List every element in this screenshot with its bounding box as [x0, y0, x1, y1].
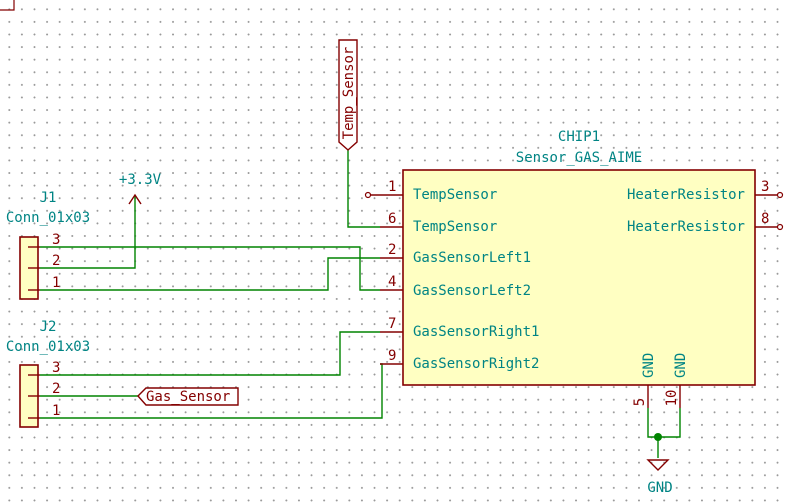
wire-temp-sensor[interactable]: [347, 150, 380, 228]
wires: [40, 150, 681, 458]
j1-ref: J1: [40, 190, 57, 206]
chip1-pin-1-name: TempSensor: [413, 187, 497, 203]
j2-ref: J2: [40, 319, 57, 335]
j1-pin-1-num: 1: [52, 275, 60, 291]
power-3v3[interactable]: +3.3V: [119, 172, 162, 205]
chip1[interactable]: CHIP1 Sensor_GAS_AIME 1 TempSensor 6 Tem…: [364, 129, 784, 408]
chip1-pin-3-num: 3: [761, 179, 769, 195]
sheet-border-corner: [0, 0, 15, 11]
chip1-pin-4-num: 4: [388, 274, 396, 290]
power-gnd-label: GND: [647, 480, 672, 496]
chip1-pin-3-name: HeaterResistor: [627, 187, 745, 203]
chip1-pin-7-name: GasSensorRight1: [413, 324, 539, 340]
chip1-pin-6-num: 6: [388, 211, 396, 227]
temp-sensor-label-shape[interactable]: [338, 39, 358, 151]
chip1-pin-2-name: GasSensorLeft1: [413, 250, 531, 266]
wire-gnd-bus[interactable]: [647, 408, 681, 438]
wire-j1-pin3[interactable]: [40, 246, 380, 291]
chip1-pin-2-num: 2: [388, 242, 396, 258]
j1-pin-3-num: 3: [52, 232, 60, 248]
chip1-pin-9-num: 9: [388, 348, 396, 364]
temp-sensor-label[interactable]: Temp_Sensor: [338, 39, 358, 151]
chip1-pin-7-num: 7: [388, 316, 396, 332]
gas-sensor-label[interactable]: Gas_Sensor: [137, 387, 239, 406]
chip1-pin-10-name: GND: [673, 353, 689, 378]
j1-pin-2-num: 2: [52, 253, 60, 269]
j2-pin-1-num: 1: [52, 403, 60, 419]
temp-sensor-label-text: Temp_Sensor: [341, 47, 357, 140]
chip1-pin-6-name: TempSensor: [413, 219, 497, 235]
chip1-pin-8-num: 8: [761, 211, 769, 227]
chip1-pin-5-name: GND: [641, 353, 657, 378]
chip1-pin-4-name: GasSensorLeft2: [413, 283, 531, 299]
pin-nc-marker: [364, 191, 372, 199]
chip1-pin-10-num: 10: [664, 390, 680, 407]
pin-nc-marker: [776, 223, 784, 231]
ground-icon: [646, 459, 670, 471]
gas-sensor-label-shape[interactable]: [137, 387, 239, 406]
wire-j1-pin2[interactable]: [40, 195, 136, 269]
chip1-pin-5-num: 5: [632, 398, 648, 406]
j1-value: Conn_01x03: [6, 210, 90, 226]
wire-j1-pin1[interactable]: [40, 257, 380, 291]
connector-j2[interactable]: J2 Conn_01x03 3 2 1: [6, 319, 90, 428]
wire-j2-pin3[interactable]: [40, 331, 380, 376]
j2-value: Conn_01x03: [6, 339, 90, 355]
j2-pin-3-num: 3: [52, 360, 60, 376]
chip1-pin-9-name: GasSensorRight2: [413, 356, 539, 372]
chip1-body[interactable]: [402, 169, 756, 386]
junction-dot: [654, 433, 662, 441]
chip1-ref: CHIP1: [558, 129, 600, 145]
power-gnd[interactable]: GND: [646, 459, 673, 496]
connector-j1[interactable]: J1 Conn_01x03 3 2 1: [6, 190, 90, 300]
j2-pin-2-num: 2: [52, 381, 60, 397]
chip1-pin-1-num: 1: [388, 179, 396, 195]
chip1-pin-8-name: HeaterResistor: [627, 219, 745, 235]
power-3v3-label: +3.3V: [119, 172, 162, 188]
chip1-value: Sensor_GAS_AIME: [516, 150, 642, 166]
gas-sensor-label-text: Gas_Sensor: [146, 389, 230, 405]
power-arrow-icon: [128, 193, 142, 205]
pin-nc-marker: [776, 191, 784, 199]
